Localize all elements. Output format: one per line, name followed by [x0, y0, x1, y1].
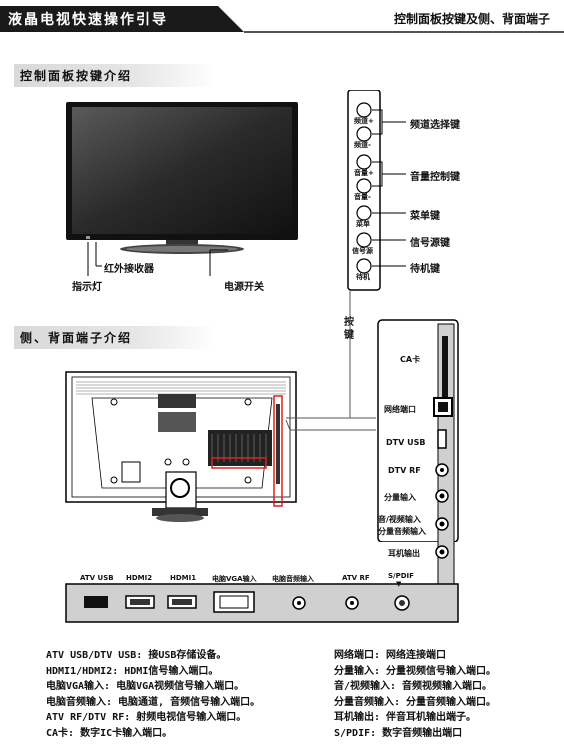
- panel-label-channel-down: 频道-: [354, 141, 371, 149]
- desc-left-line: 电脑VGA输入: 电脑VGA视频信号输入端口。: [46, 681, 245, 692]
- menu-button: [356, 205, 372, 221]
- side-port-label-dtv-usb: DTV USB: [386, 438, 426, 447]
- callout-source: 信号源键: [410, 238, 450, 249]
- panel-label-source: 信号源: [352, 247, 373, 255]
- descriptions-right: 网络端口: 网络连接端口 分量输入: 分量视频信号输入端口。 音/视频输入: 音…: [334, 648, 496, 741]
- desc-left-line: ATV RF/DTV RF: 射频电视信号输入端口。: [46, 712, 247, 723]
- panel-label-standby: 待机: [356, 273, 370, 281]
- callout-standby: 待机键: [410, 264, 440, 275]
- bottom-port-label-atv-rf: ATV RF: [342, 574, 370, 582]
- dtv-usb-port: [437, 429, 447, 449]
- callout-menu: 菜单键: [410, 211, 440, 222]
- bottom-port-label-hdmi1: HDMI1: [170, 574, 197, 582]
- desc-right-line: S/PDIF: 数字音频输出端口: [334, 727, 463, 739]
- source-button: [356, 232, 372, 248]
- control-panel-strip: [347, 90, 406, 291]
- section-ports-title: 侧、背面端子介绍: [14, 326, 216, 349]
- volume-up-button: [356, 154, 372, 170]
- bottom-port-label-atv-usb: ATV USB: [80, 574, 114, 582]
- header-bar: [0, 6, 564, 33]
- indicator-label: 指示灯: [72, 282, 102, 293]
- descriptions-left: ATV USB/DTV USB: 接USB存储设备。 HDMI1/HDMI2: …: [46, 648, 260, 741]
- panel-label-volume-down: 音量-: [354, 193, 371, 201]
- header-right-title: 控制面板按键及侧、背面端子: [393, 12, 550, 26]
- desc-right-line: 耳机输出: 伴音耳机输出端子。: [334, 712, 477, 723]
- side-port-label-ca: CA卡: [400, 355, 421, 364]
- callout-volume: 音量控制键: [410, 172, 460, 183]
- power-switch-label: 电源开关: [224, 282, 264, 293]
- section-control-panel-title: 控制面板按键介绍: [14, 64, 216, 87]
- desc-left-line: ATV USB/DTV USB: 接USB存储设备。: [46, 650, 227, 661]
- side-port-label-network: 网络端口: [384, 405, 416, 414]
- side-port-label-component: 分量输入: [384, 493, 416, 502]
- volume-down-button: [356, 178, 372, 194]
- side-port-label-headphone: 耳机输出: [388, 549, 420, 558]
- callout-channel: 频道选择键: [410, 120, 460, 131]
- standby-button: [356, 258, 372, 274]
- desc-left-line: CA卡: 数字IC卡输入端口。: [46, 727, 173, 739]
- bottom-port-label-vga: 电脑VGA输入: [212, 575, 257, 583]
- desc-left-line: 电脑音频输入: 电脑通道, 音频信号输入端口。: [46, 696, 261, 708]
- keys-vertical-label: 按 键: [344, 317, 354, 341]
- panel-label-channel-up: 频道+: [354, 117, 374, 125]
- channel-up-button: [356, 102, 372, 118]
- side-port-label-dtv-rf: DTV RF: [388, 466, 421, 475]
- channel-down-button: [356, 126, 372, 142]
- bottom-port-label-spdif: S/PDIF: [388, 572, 414, 580]
- ca-card-slot: [442, 336, 448, 406]
- desc-right-line: 网络端口: 网络连接端口: [334, 650, 447, 661]
- bottom-port-label-hdmi2: HDMI2: [126, 574, 153, 582]
- panel-label-menu: 菜单: [356, 220, 370, 228]
- desc-left-line: HDMI1/HDMI2: HDMI信号输入端口。: [46, 665, 219, 677]
- bottom-port-panel: [65, 583, 459, 623]
- vga-port: [213, 591, 255, 613]
- side-port-label-component-audio: 分量音频输入: [378, 527, 426, 536]
- desc-right-line: 音/视频输入: 音频视频输入端口。: [334, 681, 493, 692]
- bottom-port-label-pc-audio: 电脑音频输入: [272, 575, 314, 583]
- tv-front-callout-lines: [87, 242, 228, 276]
- side-port-label-av: 音/视频输入: [378, 515, 421, 524]
- tv-back-illustration: [65, 371, 297, 522]
- header-title: 液晶电视快速操作引导: [8, 12, 168, 28]
- spdif-arrow-icon: ▼: [396, 580, 402, 588]
- ir-receiver-label: 红外接收器: [104, 264, 154, 275]
- panel-label-volume-up: 音量+: [354, 169, 374, 177]
- connector-lines: [285, 290, 376, 431]
- atv-usb-port: [84, 596, 108, 608]
- desc-right-line: 分量音频输入: 分量音频输入端口。: [334, 696, 497, 708]
- desc-right-line: 分量输入: 分量视频信号输入端口。: [334, 665, 497, 677]
